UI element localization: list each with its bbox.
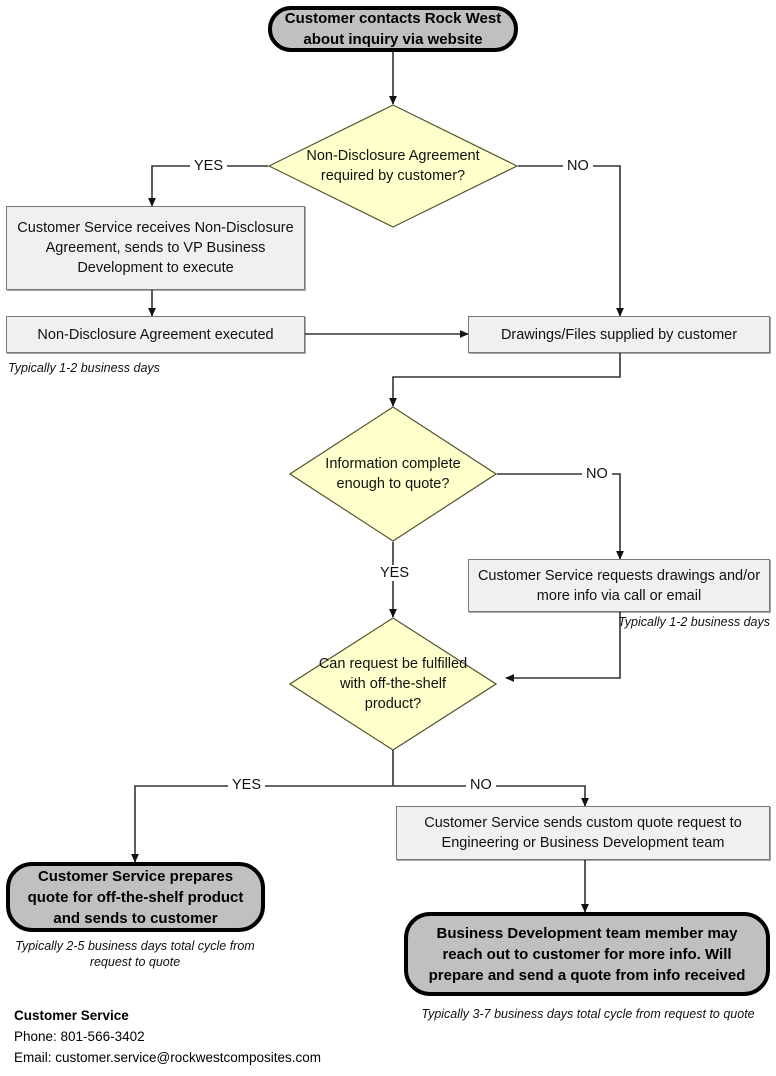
edge-requests-back-to-ots <box>505 612 621 682</box>
node-nda-decision-label: Non-Disclosure Agreement required by cus… <box>306 148 480 184</box>
diamond-shape <box>289 617 497 751</box>
edge-info-no <box>497 473 624 560</box>
node-drawings-supplied[interactable]: Drawings/Files supplied by customer <box>468 316 770 353</box>
contact-email: Email: customer.service@rockwestcomposit… <box>14 1050 322 1065</box>
node-bizdev-reaches-out-label: Business Development team member may rea… <box>428 924 746 984</box>
contact-title: Customer Service <box>14 1008 129 1023</box>
node-off-the-shelf-decision[interactable]: Can request be fulfilled with off-the-sh… <box>289 617 497 751</box>
edge-label-nda-no: NO <box>563 158 593 174</box>
node-cs-requests-drawings-label: Customer Service requests drawings and/o… <box>477 567 761 604</box>
note-nda-days: Typically 1-2 business days <box>8 361 160 375</box>
node-nda-executed[interactable]: Non-Disclosure Agreement executed <box>6 316 305 353</box>
edge-label-ots-no: NO <box>466 777 496 793</box>
node-cs-receives-nda[interactable]: Customer Service receives Non-Disclosure… <box>6 206 305 290</box>
diamond-shape <box>268 104 518 228</box>
diamond-shape <box>289 406 497 542</box>
node-info-complete-decision-label: Information complete enough to quote? <box>325 456 461 492</box>
node-cs-prepares-quote-label: Customer Service prepares quote for off-… <box>27 867 244 927</box>
node-cs-sends-custom-quote-label: Customer Service sends custom quote requ… <box>424 815 742 851</box>
edge-drawings-to-info <box>389 353 621 407</box>
node-nda-decision[interactable]: Non-Disclosure Agreement required by cus… <box>268 104 518 228</box>
note-ots-cycle: Typically 2-5 business days total cycle … <box>15 939 255 969</box>
node-cs-receives-nda-label: Customer Service receives Non-Disclosure… <box>17 220 294 276</box>
node-cs-sends-custom-quote[interactable]: Customer Service sends custom quote requ… <box>396 806 770 860</box>
edge-ots-no <box>393 785 589 807</box>
node-cs-prepares-quote[interactable]: Customer Service prepares quote for off-… <box>6 862 265 932</box>
node-bizdev-reaches-out[interactable]: Business Development team member may rea… <box>404 912 770 996</box>
note-custom-cycle: Typically 3-7 business days total cycle … <box>421 1007 755 1021</box>
note-requests-days: Typically 1-2 business days <box>618 615 770 629</box>
node-nda-executed-label: Non-Disclosure Agreement executed <box>37 326 274 343</box>
edge-label-nda-yes: YES <box>190 158 228 174</box>
contact-phone: Phone: 801-566-3402 <box>14 1029 145 1044</box>
node-drawings-supplied-label: Drawings/Files supplied by customer <box>500 326 738 343</box>
node-info-complete-decision[interactable]: Information complete enough to quote? <box>289 406 497 542</box>
edge-label-info-no: NO <box>582 466 612 482</box>
edge-ots-yes <box>131 785 393 863</box>
contact-block: Customer Service Phone: 801-566-3402 Ema… <box>14 1006 434 1068</box>
node-cs-requests-drawings[interactable]: Customer Service requests drawings and/o… <box>468 559 770 612</box>
edge-label-ots-yes: YES <box>228 777 266 793</box>
edge-nda-yes <box>148 165 268 207</box>
node-start[interactable]: Customer contacts Rock West about inquir… <box>268 6 518 52</box>
edge-nda-no <box>518 165 624 317</box>
edge-label-info-yes: YES <box>376 565 414 581</box>
node-off-the-shelf-decision-label: Can request be fulfilled with off-the-sh… <box>318 656 468 712</box>
node-start-label: Customer contacts Rock West about inquir… <box>284 10 502 48</box>
